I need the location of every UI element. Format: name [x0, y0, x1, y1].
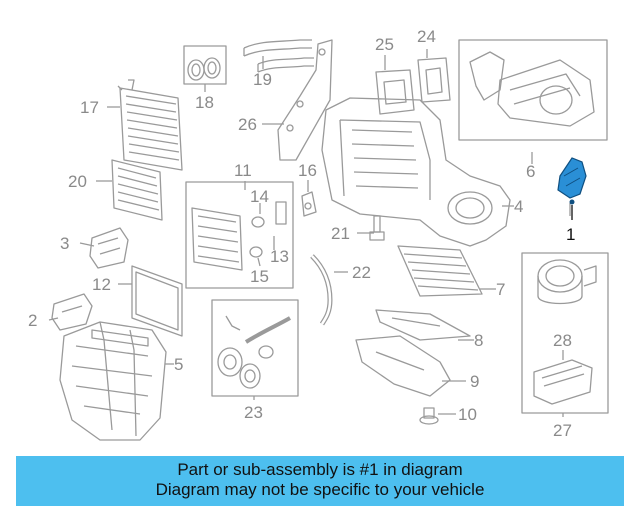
callout-7: 7 — [496, 280, 505, 299]
parts-diagram: 1 2 3 4 5 6 7 8 9 10 11 12 13 14 15 16 1… — [28, 27, 609, 441]
part-12-filter — [131, 265, 183, 337]
callout-8: 8 — [474, 331, 483, 350]
part-4-main-housing — [321, 97, 511, 247]
group-box-23 — [211, 299, 299, 397]
part-17-evaporator — [117, 79, 183, 171]
part-6-blower-housing — [469, 51, 595, 127]
callout-25: 25 — [375, 35, 394, 54]
callout-28: 28 — [553, 331, 572, 350]
part-5-lower-housing — [59, 321, 167, 441]
callout-10: 10 — [458, 405, 477, 424]
callout-3: 3 — [60, 234, 69, 253]
group-box-27 — [521, 252, 609, 414]
part-27-blower-motor — [537, 259, 597, 305]
callout-20: 20 — [68, 172, 87, 191]
callout-23: 23 — [244, 403, 263, 422]
callout-27: 27 — [553, 421, 572, 440]
part-9-gasket — [355, 335, 451, 397]
callout-9: 9 — [470, 372, 479, 391]
part-19-pipes — [243, 39, 314, 73]
callout-24: 24 — [417, 27, 436, 46]
part-24-seal — [417, 57, 451, 103]
part-26-bracket — [277, 39, 333, 161]
callout-21: 21 — [331, 224, 350, 243]
part-1-highlighted — [557, 157, 587, 205]
callout-17: 17 — [80, 98, 99, 117]
callout-1: 1 — [566, 225, 575, 244]
banner-line-2: Diagram may not be specific to your vehi… — [155, 480, 485, 499]
part-22-hose — [310, 254, 333, 326]
part-10-bolt — [419, 407, 439, 425]
part-18-grommets — [187, 57, 221, 81]
part-7-filter — [397, 245, 483, 297]
part-16-clip — [301, 191, 317, 217]
callout-13: 13 — [270, 247, 289, 266]
group-box-11 — [185, 181, 294, 289]
callout-2: 2 — [28, 311, 37, 330]
info-banner: Part or sub-assembly is #1 in diagram Di… — [16, 456, 624, 506]
callout-12: 12 — [92, 275, 111, 294]
part-25-seal — [375, 69, 415, 115]
callout-6: 6 — [526, 162, 535, 181]
part-20-heater-core — [111, 159, 163, 221]
callout-16: 16 — [298, 161, 317, 180]
callout-19: 19 — [253, 70, 272, 89]
part-8-seal — [375, 309, 471, 341]
part-11-evaporator-kit — [191, 201, 287, 271]
part-28-resistor — [533, 359, 593, 405]
callout-15: 15 — [250, 267, 269, 286]
callout-14: 14 — [250, 187, 269, 206]
callout-5: 5 — [174, 355, 183, 374]
callout-26: 26 — [238, 115, 257, 134]
part-21-sensor — [369, 215, 385, 241]
part-23-pipe-kit — [217, 315, 291, 389]
part-2-actuator — [51, 293, 93, 331]
callout-4: 4 — [514, 197, 523, 216]
part-3-sensor — [89, 227, 129, 269]
callout-22: 22 — [352, 263, 371, 282]
banner-line-1: Part or sub-assembly is #1 in diagram — [177, 460, 463, 479]
callout-11: 11 — [234, 161, 252, 180]
callout-18: 18 — [195, 93, 214, 112]
group-box-6 — [458, 39, 608, 141]
